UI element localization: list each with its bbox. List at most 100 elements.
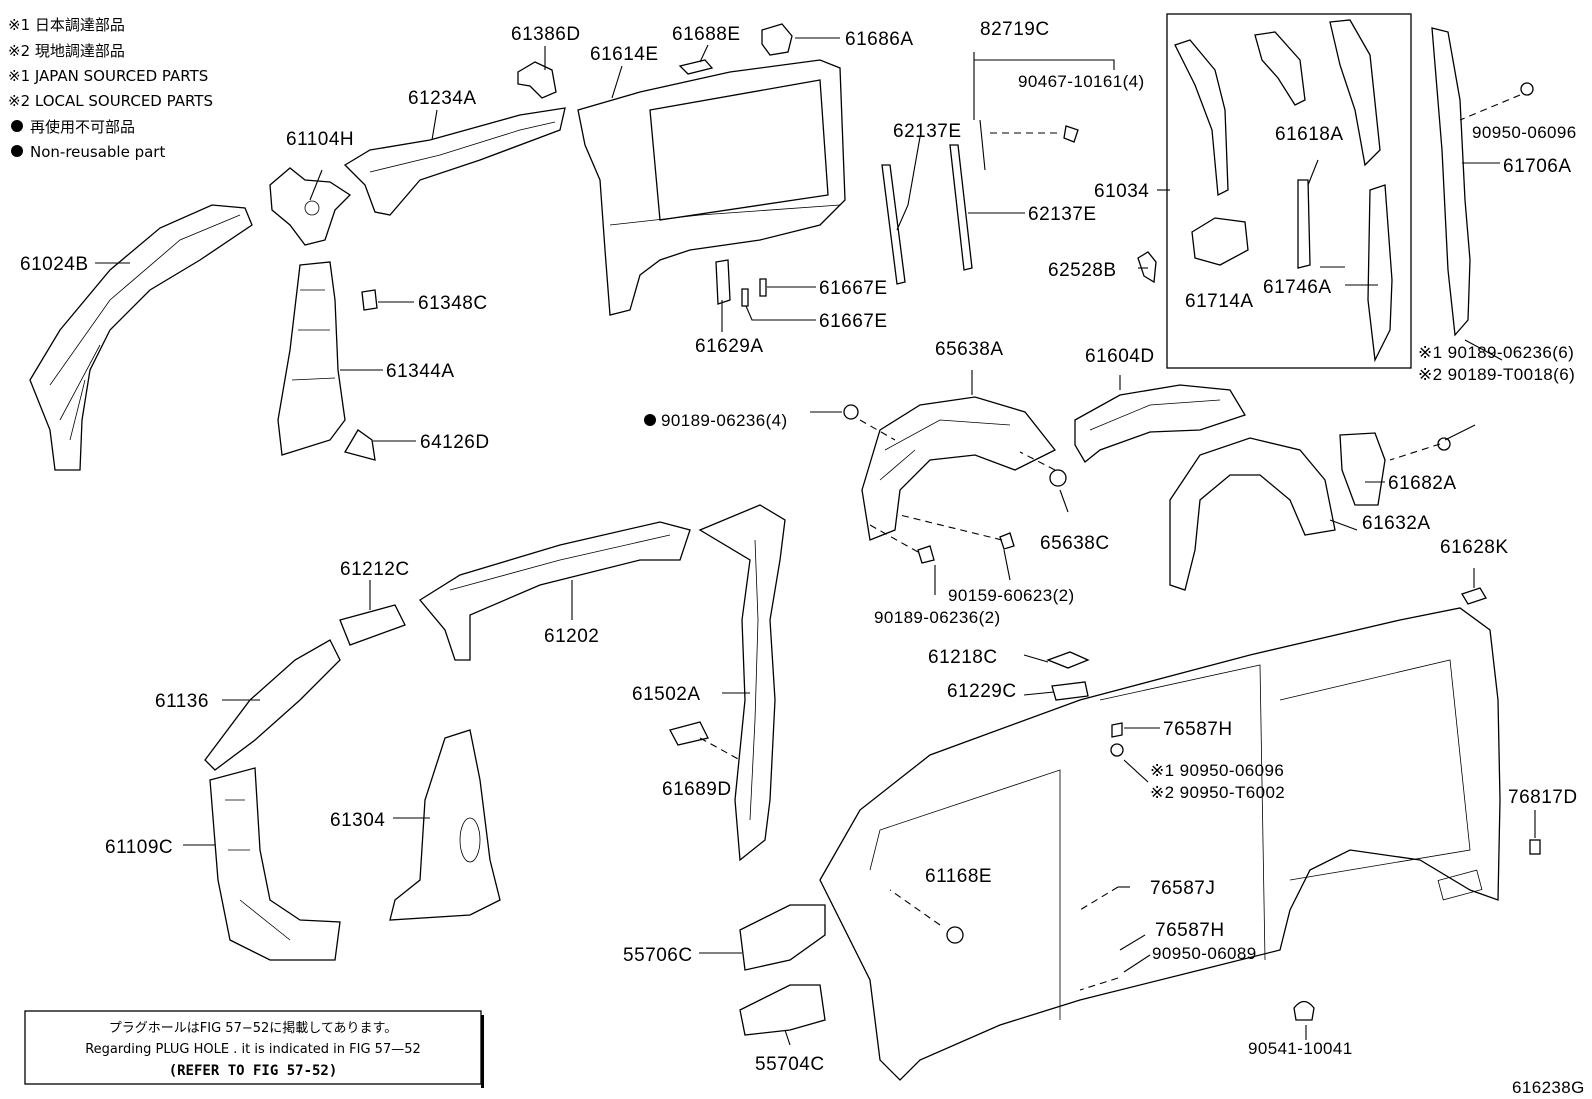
label-61682A: 61682A [1388, 473, 1457, 494]
part-61212C-shape [339, 604, 406, 646]
legend-line-6: Non-reusable part [30, 143, 165, 161]
part-61667E-shape-1 [759, 278, 767, 297]
note-jp: プラグホールはFIG 57−52に掲載してあります。 [109, 1020, 397, 1036]
part-61689D-shape [669, 721, 709, 746]
legend: ※1 日本調達部品 ※2 現地調達部品 ※1 JAPAN SOURCED PAR… [8, 16, 213, 161]
legend-line-2: ※2 現地調達部品 [8, 42, 125, 60]
part-65638C-shape [1049, 469, 1067, 487]
non-reusable-bullet-icon [11, 145, 23, 157]
part-61104H-shape [269, 167, 352, 246]
label-61688E: 61688E [672, 24, 741, 45]
figure-id: 616238G [1512, 1078, 1585, 1097]
plug-hole-note: プラグホールはFIG 57−52に掲載してあります。 Regarding PLU… [24, 1010, 484, 1088]
label-61212C: 61212C [340, 559, 410, 580]
part-61706A-shape [1431, 27, 1471, 337]
label-61348C: 61348C [418, 293, 488, 314]
label-76817D: 76817D [1508, 787, 1578, 808]
legend-line-4: ※2 LOCAL SOURCED PARTS [8, 92, 213, 110]
part-61688E-shape [678, 59, 714, 75]
part-61304-shape [389, 729, 501, 921]
part-61136-shape [204, 639, 341, 771]
part-90467-clip-shape [1063, 125, 1079, 143]
part-61386D-shape [517, 61, 557, 99]
part-61234A-shape [343, 107, 566, 216]
label-61714A: 61714A [1185, 291, 1254, 312]
part-90541-cap-shape [1293, 1000, 1315, 1021]
part-61024B-shape [29, 204, 253, 471]
label-61202: 61202 [544, 626, 599, 647]
part-61686A-shape [761, 23, 793, 56]
label-90189-06236-2: 90189-06236(2) [874, 608, 1001, 627]
legend-line-3: ※1 JAPAN SOURCED PARTS [8, 67, 208, 85]
label-61344A: 61344A [386, 361, 455, 382]
legend-line-5: 再使用不可部品 [30, 118, 135, 136]
part-shapes [29, 13, 1541, 1081]
part-61202-shape [419, 521, 691, 661]
label-90950-06096-mid: ※1 90950-06096 [1150, 761, 1284, 780]
part-62528B-shape [1137, 251, 1157, 284]
label-61136: 61136 [155, 691, 209, 712]
part-61229C-shape [1051, 681, 1089, 701]
part-90950-06096-mid-shape [1110, 743, 1124, 757]
part-61682A-shape [1339, 432, 1386, 506]
label-90950-06096-top: 90950-06096 [1472, 123, 1577, 142]
label-61614E: 61614E [590, 44, 659, 65]
label-55704C: 55704C [755, 1054, 825, 1075]
part-labels: 61386D 61614E 61688E 61686A 82719C 90467… [20, 19, 1578, 1075]
part-90189-06236-6-shape [1437, 437, 1451, 451]
label-61024B: 61024B [20, 254, 89, 275]
label-61304: 61304 [330, 810, 385, 831]
label-65638A: 65638A [935, 339, 1004, 360]
part-62137E-shape-2 [949, 144, 973, 271]
label-90159-60623: 90159-60623(2) [948, 586, 1075, 605]
part-90189-06236-2-shape [917, 545, 935, 564]
label-61034: 61034 [1094, 181, 1149, 202]
part-61746A-shape [1367, 184, 1393, 363]
part-61628K-shape [1461, 587, 1487, 605]
part-61218C-shape [1046, 651, 1090, 669]
body-side-outline [819, 607, 1501, 1081]
label-61386D: 61386D [511, 24, 581, 45]
label-61109C: 61109C [105, 837, 173, 858]
label-61628K: 61628K [1440, 537, 1509, 558]
part-64126D-shape [344, 429, 376, 461]
label-61229C: 61229C [947, 681, 1017, 702]
label-61234A: 61234A [408, 88, 477, 109]
part-61604D-shape [1074, 384, 1246, 463]
part-61034-piece-1 [1174, 39, 1229, 197]
part-61034-piece-2 [1254, 31, 1306, 106]
label-61667E-1: 61667E [819, 278, 888, 299]
label-61104H: 61104H [286, 129, 354, 150]
label-82719C: 82719C [980, 19, 1050, 40]
non-reusable-bullet-icon [11, 120, 23, 132]
label-61706A: 61706A [1503, 156, 1572, 177]
label-62137E-1: 62137E [893, 121, 962, 142]
non-reusable-bullet-icon [644, 414, 656, 426]
label-61632A: 61632A [1362, 513, 1431, 534]
label-64126D: 64126D [420, 432, 490, 453]
label-90950-T6002: ※2 90950-T6002 [1150, 783, 1285, 802]
leader-lines [95, 37, 1536, 1046]
label-90189-06236-6: ※1 90189-06236(6) [1418, 343, 1574, 362]
part-90189-06236-4-shape [843, 404, 859, 420]
label-61618A: 61618A [1275, 124, 1344, 145]
label-61218C: 61218C [928, 647, 998, 668]
part-61502A-shape [698, 504, 786, 862]
label-76587H-2: 76587H [1155, 920, 1225, 941]
label-61667E-2: 61667E [819, 311, 888, 332]
label-61629A: 61629A [695, 336, 764, 357]
part-62137E-shape-1 [881, 164, 906, 285]
part-61109C-shape [209, 767, 341, 961]
part-61632A-shape [1169, 437, 1336, 591]
part-61348C-shape [361, 289, 378, 311]
note-en: Regarding PLUG HOLE . it is indicated in… [85, 1042, 421, 1057]
label-76587H-1: 76587H [1163, 719, 1233, 740]
label-61604D: 61604D [1085, 346, 1155, 367]
part-61344A-shape [277, 261, 346, 456]
label-76587J: 76587J [1150, 878, 1215, 899]
label-65638C: 65638C [1040, 533, 1110, 554]
part-61618A-shape [1297, 179, 1311, 269]
part-76587H-shape-1 [1111, 722, 1123, 738]
